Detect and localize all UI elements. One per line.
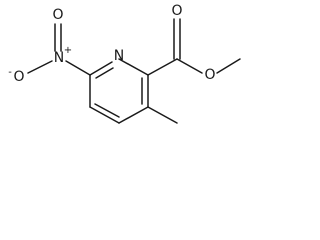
pyridine-ring — [89, 58, 149, 124]
bond-ester-o-methyl — [216, 58, 241, 74]
bond-c2-carbonyl-c — [147, 58, 178, 76]
bond-c6-nitro-n — [65, 60, 91, 76]
bond-c6-ring-n-inner — [95, 67, 114, 79]
nitro-nitrogen-label: N — [54, 50, 64, 66]
bond-c4-c5 — [89, 106, 120, 124]
bond-carbonyl-c-ester-o — [176, 58, 203, 74]
bond-ring-n-c2 — [118, 58, 149, 76]
nitro-oxygen-lower-label: O — [13, 69, 24, 85]
ring-nitrogen-label: N — [114, 48, 124, 64]
bond-nitro-n-o-lower — [27, 60, 53, 74]
methyl-ester-group — [147, 18, 241, 76]
chemical-structure-diagram: N N + O O - O O — [8, 3, 241, 124]
nitro-nitrogen-charge: + — [64, 45, 72, 56]
nitro-oxygen-upper-label: O — [52, 7, 63, 23]
bond-c3-methyl — [147, 106, 178, 124]
nitro-oxygen-lower-charge: - — [8, 67, 12, 78]
bond-c3-c4 — [118, 106, 149, 124]
nitro-group — [27, 23, 91, 76]
bond-c6-ring-n — [89, 61, 113, 76]
ester-oxygen-label: O — [204, 67, 215, 83]
carbonyl-oxygen-label: O — [171, 3, 182, 19]
bond-c4-c5-inner — [94, 103, 120, 118]
